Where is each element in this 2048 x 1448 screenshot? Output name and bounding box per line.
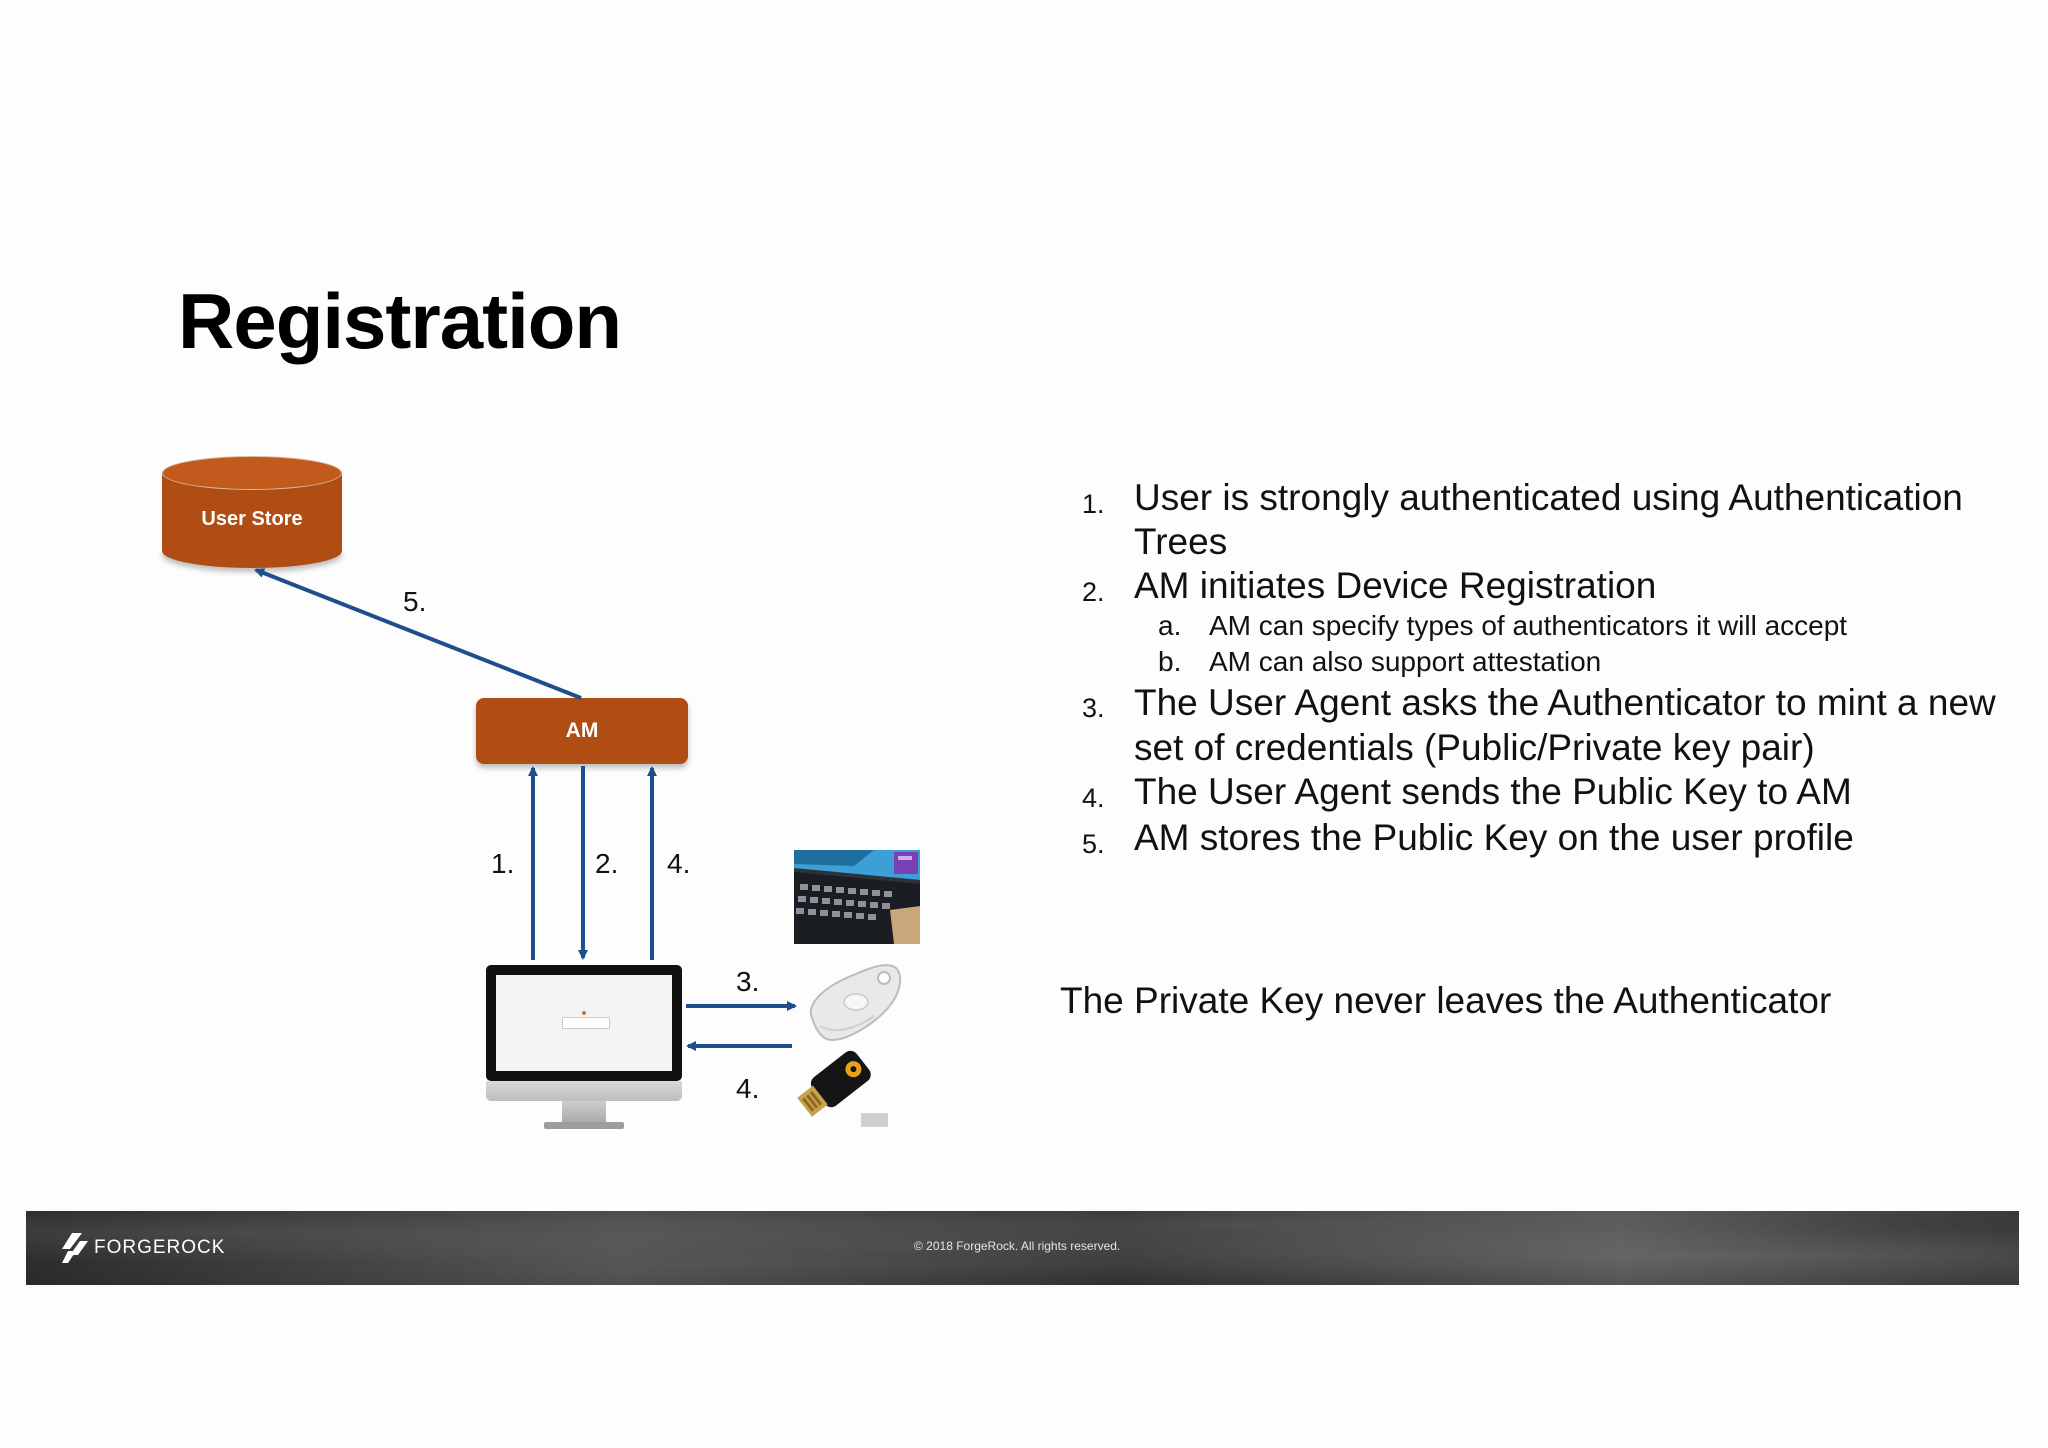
slide-footer: FORGEROCK © 2018 ForgeRock. All rights r… bbox=[26, 1211, 2019, 1285]
copyright-text: © 2018 ForgeRock. All rights reserved. bbox=[914, 1239, 1121, 1253]
user-store-label: User Store bbox=[201, 508, 303, 530]
registration-diagram: User Store AM 5. 1. 2. 4. 3. 4. bbox=[0, 0, 1000, 1180]
monitor-screen bbox=[496, 975, 672, 1071]
laptop-photo bbox=[794, 850, 920, 944]
arrow-label-4-back: 4. bbox=[736, 1073, 760, 1104]
brand-name: FORGEROCK bbox=[94, 1237, 226, 1258]
substep-text: AM can specify types of authenticators i… bbox=[1209, 610, 1848, 641]
arrow-label-2: 2. bbox=[595, 848, 619, 879]
diagram-arrows bbox=[254, 568, 797, 1051]
user-store-database: User Store bbox=[162, 456, 342, 568]
step-number: 1. bbox=[1082, 489, 1105, 519]
forgerock-logo: FORGEROCK bbox=[60, 1230, 225, 1266]
monitor-chin bbox=[486, 1081, 682, 1101]
step-item: 2. AM initiates Device Registration bbox=[1080, 564, 2000, 608]
arrow-label-4-up: 4. bbox=[667, 848, 691, 879]
screen-dialog bbox=[562, 1017, 610, 1029]
registration-steps: 1. User is strongly authenticated using … bbox=[1080, 476, 2000, 860]
substep-item: b. AM can also support attestation bbox=[1080, 644, 2000, 680]
step-text: User is strongly authenticated using Aut… bbox=[1134, 477, 1963, 562]
step-text: The User Agent asks the Authenticator to… bbox=[1134, 682, 1996, 768]
step-number: 2. bbox=[1082, 577, 1105, 607]
step-number: 3. bbox=[1082, 693, 1105, 723]
arrow-label-3: 3. bbox=[736, 966, 760, 997]
step-text: AM stores the Public Key on the user pro… bbox=[1134, 817, 1854, 858]
small-tag bbox=[861, 1113, 888, 1127]
security-key-fob-icon bbox=[809, 964, 902, 1042]
private-key-note: The Private Key never leaves the Authent… bbox=[1060, 980, 1832, 1021]
step-text: AM initiates Device Registration bbox=[1134, 565, 1657, 606]
substep-letter: b. bbox=[1158, 646, 1182, 677]
am-box: AM bbox=[476, 698, 688, 764]
substep-letter: a. bbox=[1158, 610, 1182, 641]
substep-text: AM can also support attestation bbox=[1209, 646, 1602, 677]
substep-item: a. AM can specify types of authenticator… bbox=[1080, 608, 2000, 644]
arrow-am-to-user-store bbox=[254, 568, 582, 700]
usb-security-key-icon bbox=[797, 1050, 871, 1117]
step-item: 3. The User Agent asks the Authenticator… bbox=[1080, 680, 2000, 770]
step-item: 4. The User Agent sends the Public Key t… bbox=[1080, 770, 2000, 814]
step-text: The User Agent sends the Public Key to A… bbox=[1134, 771, 1852, 812]
step-number: 5. bbox=[1082, 829, 1105, 859]
monitor-icon bbox=[486, 965, 682, 1137]
step-number: 4. bbox=[1082, 783, 1105, 813]
step-item: 5. AM stores the Public Key on the user … bbox=[1080, 816, 2000, 860]
monitor-stand bbox=[562, 1101, 606, 1123]
substeps: a. AM can specify types of authenticator… bbox=[1080, 608, 2000, 680]
monitor-base bbox=[544, 1122, 624, 1129]
substep-group: a. AM can specify types of authenticator… bbox=[1080, 608, 2000, 680]
slide-title: Registration bbox=[178, 277, 622, 365]
database-icon bbox=[162, 456, 342, 490]
arrow-label-5: 5. bbox=[403, 586, 427, 617]
step-item: 1. User is strongly authenticated using … bbox=[1080, 476, 2000, 564]
screen-logo-dot bbox=[582, 1011, 586, 1015]
forgerock-logo-icon bbox=[62, 1233, 88, 1263]
am-label: AM bbox=[565, 719, 599, 742]
arrow-label-1: 1. bbox=[491, 848, 515, 879]
